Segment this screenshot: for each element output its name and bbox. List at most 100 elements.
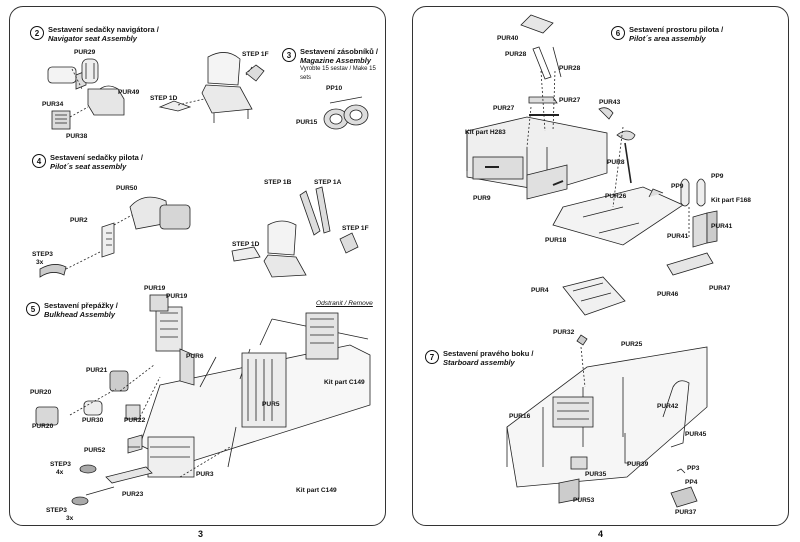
- section-7-starboard: 7 Sestavení pravého boku /Starboard asse…: [425, 349, 533, 367]
- label-pp9-a: PP9: [671, 183, 684, 190]
- section-number: 2: [30, 26, 44, 40]
- label-kit-h283: Kit part H283: [465, 129, 506, 136]
- instruction-page-right: 6 Sestavení prostoru pilota /Pilot´s are…: [412, 6, 789, 526]
- label-pur42: PUR42: [657, 403, 679, 410]
- section-6-pilot-area: 6 Sestavení prostoru pilota /Pilot´s are…: [611, 25, 723, 43]
- label-step1d-navigator: STEP 1D: [150, 95, 178, 102]
- section-number: 4: [32, 154, 46, 168]
- label-step3-bulkhead-a: STEP3: [50, 461, 71, 468]
- label-pur37: PUR37: [675, 509, 697, 516]
- section-title: Sestavení sedačky navigátora /: [48, 25, 159, 34]
- label-kit-c149-bottom: Kit part C149: [296, 487, 337, 494]
- instruction-page-left: 2 Sestavení sedačky navigátora /Navigato…: [9, 6, 386, 526]
- label-pur41-a: PUR41: [667, 233, 689, 240]
- label-pur19-a: PUR19: [144, 285, 166, 292]
- label-pp3: PP3: [687, 465, 700, 472]
- label-pur47: PUR47: [709, 285, 731, 292]
- label-pur38: PUR38: [66, 133, 88, 140]
- label-step1f-pilot: STEP 1F: [342, 225, 369, 232]
- label-pur15: PUR15: [296, 119, 318, 126]
- section-4-pilot-seat: 4 Sestavení sedačky pilota /Pilot´s seat…: [32, 153, 143, 171]
- section-title-en: Magazine Assembly: [300, 56, 371, 65]
- label-step3-bulkhead-b-qty: 3x: [66, 515, 74, 522]
- section-title-en: Pilot´s seat assembly: [50, 162, 127, 171]
- label-pp10: PP10: [326, 85, 343, 92]
- label-step1a: STEP 1A: [314, 179, 342, 186]
- label-pur16: PUR16: [509, 413, 531, 420]
- label-pur18: PUR18: [545, 237, 567, 244]
- bulkhead-parts: [35, 294, 371, 506]
- section-number: 7: [425, 350, 439, 364]
- label-pur28-b: PUR28: [559, 65, 581, 72]
- section-title: Sestavení pravého boku /: [443, 349, 534, 358]
- section-3-magazine: 3 Sestavení zásobníků /Magazine Assembly…: [282, 47, 385, 83]
- page-number-left: 3: [198, 529, 204, 539]
- label-pur27-b: PUR27: [559, 97, 581, 104]
- label-pur45: PUR45: [685, 431, 707, 438]
- section-number: 6: [611, 26, 625, 40]
- right-page-drawings: [466, 14, 718, 508]
- label-step3-pilot-seat: STEP3: [32, 251, 53, 258]
- navigator-seat-parts: [47, 52, 265, 130]
- label-pur28-a: PUR28: [505, 51, 527, 58]
- label-step1f-navigator: STEP 1F: [242, 51, 269, 58]
- section-number: 5: [26, 302, 40, 316]
- label-pur20-a: PUR20: [30, 389, 52, 396]
- section-note: Vyrobte 15 sestav / Make 15 sets: [300, 66, 376, 81]
- label-pur20-b: PUR20: [32, 423, 54, 430]
- section-2-navigator-seat: 2 Sestavení sedačky navigátora /Navigato…: [30, 25, 159, 43]
- label-remove: Odstranit / Remove: [316, 300, 373, 307]
- label-step3-pilot-seat-qty: 3x: [36, 259, 44, 266]
- label-pur4: PUR4: [531, 287, 549, 294]
- label-pur39: PUR39: [627, 461, 649, 468]
- label-pur23: PUR23: [122, 491, 144, 498]
- label-pur19-b: PUR19: [166, 293, 188, 300]
- label-pur22: PUR22: [124, 417, 146, 424]
- label-pur43: PUR43: [599, 99, 621, 106]
- label-step3-bulkhead-b: STEP3: [46, 507, 67, 514]
- label-step1b: STEP 1B: [264, 179, 292, 186]
- label-pur35: PUR35: [585, 471, 607, 478]
- label-pur21: PUR21: [86, 367, 108, 374]
- label-pur6: PUR6: [186, 353, 204, 360]
- section-title-en: Pilot´s area assembly: [629, 34, 706, 43]
- label-pur50: PUR50: [116, 185, 138, 192]
- label-pur26: PUR26: [605, 193, 627, 200]
- label-step1d-pilot: STEP 1D: [232, 241, 260, 248]
- label-pur40: PUR40: [497, 35, 519, 42]
- pilot-area-parts: [466, 14, 718, 316]
- section-title: Sestavení sedačky pilota /: [50, 153, 143, 162]
- label-pur8: PUR8: [607, 159, 625, 166]
- label-pur25: PUR25: [621, 341, 643, 348]
- starboard-parts: [506, 334, 708, 508]
- label-pur2: PUR2: [70, 217, 88, 224]
- section-title: Sestavení přepážky /: [44, 301, 118, 310]
- label-pur41-b: PUR41: [711, 223, 733, 230]
- label-pur9: PUR9: [473, 195, 491, 202]
- section-5-bulkhead: 5 Sestavení přepážky /Bulkhead Assembly: [26, 301, 118, 319]
- label-pur46: PUR46: [657, 291, 679, 298]
- section-title-en: Bulkhead Assembly: [44, 310, 115, 319]
- label-kit-f168: Kit part F168: [711, 197, 751, 204]
- label-pp9-b: PP9: [711, 173, 724, 180]
- label-pur3: PUR3: [196, 471, 214, 478]
- label-step3-bulkhead-a-qty: 4x: [56, 469, 64, 476]
- section-title: Sestavení zásobníků /: [300, 47, 378, 56]
- section-title-en: Starboard assembly: [443, 358, 515, 367]
- label-pur5: PUR5: [262, 401, 280, 408]
- page-number-right: 4: [598, 529, 604, 539]
- label-pur32: PUR32: [553, 329, 575, 336]
- label-pur30: PUR30: [82, 417, 104, 424]
- left-page-drawings: [35, 52, 371, 506]
- label-kit-c149-top: Kit part C149: [324, 379, 365, 386]
- section-title: Sestavení prostoru pilota /: [629, 25, 724, 34]
- section-number: 3: [282, 48, 296, 62]
- label-pur49: PUR49: [118, 89, 140, 96]
- label-pur29: PUR29: [74, 49, 96, 56]
- label-pur34: PUR34: [42, 101, 64, 108]
- label-pur52: PUR52: [84, 447, 106, 454]
- label-pur27-a: PUR27: [493, 105, 515, 112]
- magazine-parts: [323, 96, 369, 130]
- section-title-en: Navigator seat Assembly: [48, 34, 137, 43]
- label-pp4: PP4: [685, 479, 698, 486]
